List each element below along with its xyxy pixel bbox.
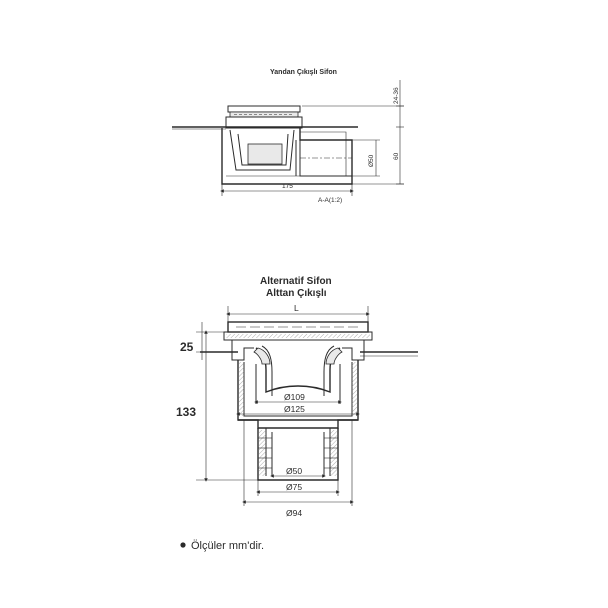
side-siphon-title: Yandan Çıkışlı Sifon [270,69,337,76]
dim-outlet-diameter: Ø50 [368,154,375,167]
dim-left-total: 133 [176,405,196,419]
dim-d94: Ø94 [286,508,302,518]
grate-top [227,105,301,113]
dim-height: 60 [393,152,400,160]
units-note: Ölçüler mm'dir. [180,540,264,552]
section-label: A-A(1:2) [318,197,342,204]
dim-height-range: 24-36 [393,87,400,104]
dim-width: 175 [282,183,293,190]
alt-siphon-subtitle: Alttan Çıkışlı [266,288,327,299]
dim-d50: Ø50 [286,466,302,476]
dim-d109: Ø109 [284,392,305,402]
alt-siphon-title: Alternatif Sifon [260,276,332,287]
dim-length: L [294,303,299,313]
bottom-outlet-siphon-drawing: Alternatif Sifon Alttan Çıkışlı L [176,276,418,518]
bullet-icon [180,542,186,548]
dim-left-top: 25 [180,340,194,354]
dim-d75: Ø75 [286,482,302,492]
dim-d125: Ø125 [284,404,305,414]
units-note-text: Ölçüler mm'dir. [191,540,264,552]
side-outlet-siphon-drawing: Yandan Çıkışlı Sifon 24-36 60 [172,69,404,204]
